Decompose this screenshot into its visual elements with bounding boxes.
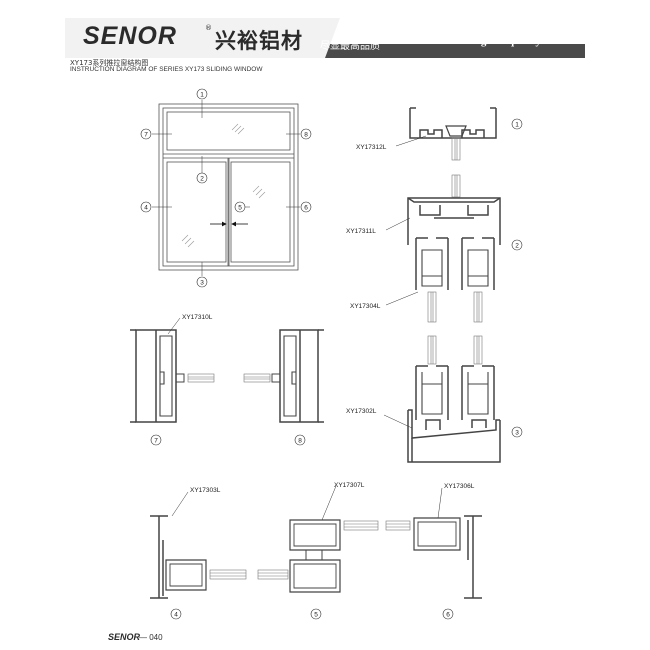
diagram-title-en: INSTRUCTION DIAGRAM OF SERIES XY173 SLID… bbox=[70, 66, 263, 73]
slogan-cn: 尽显最高品质 bbox=[320, 41, 380, 52]
diagram-title-cn: XY173系列推拉窗结构图 bbox=[70, 59, 149, 67]
section-8-profile bbox=[271, 329, 324, 423]
slogan-band bbox=[65, 18, 585, 58]
callout-4: 4 bbox=[144, 205, 148, 212]
footer-logo: SENOR bbox=[108, 632, 141, 642]
slogan-en: Demonstrate the highest quality bbox=[391, 35, 542, 47]
section-4-profile bbox=[150, 515, 207, 599]
profile-label-XY17307L: XY17307L bbox=[334, 482, 365, 489]
profile-label-XY17311L: XY17311L bbox=[346, 228, 376, 235]
callout-7: 7 bbox=[144, 132, 148, 139]
profile-label-XY17312L: XY17312L bbox=[356, 144, 387, 151]
section-6-number: 6 bbox=[446, 612, 450, 619]
profile-label-XY17302L: XY17302L bbox=[346, 408, 377, 415]
header-band: SENOR ® 兴裕铝材 尽显最高品质 Demonstrate the high… bbox=[65, 18, 585, 58]
section-7-profile bbox=[130, 329, 185, 423]
section-1-profile bbox=[409, 107, 497, 139]
section-7-number: 7 bbox=[154, 438, 158, 445]
section-6-profile bbox=[413, 515, 482, 599]
profile-label-XY17310L: XY17310L bbox=[182, 314, 213, 321]
callout-8: 8 bbox=[304, 132, 308, 139]
section-2-profile bbox=[407, 197, 501, 290]
profile-label-XY17306L: XY17306L bbox=[444, 483, 475, 490]
section-5-number: 5 bbox=[314, 612, 318, 619]
page-number: — 040 bbox=[139, 633, 163, 642]
section-4-number: 4 bbox=[174, 612, 178, 619]
window-elevation bbox=[158, 103, 299, 271]
brand-logo: SENOR bbox=[83, 22, 177, 50]
section-1-number: 1 bbox=[515, 122, 519, 129]
section-2-number: 2 bbox=[515, 243, 519, 250]
registered-mark: ® bbox=[205, 24, 212, 32]
brand-name-cn: 兴裕铝材 bbox=[215, 29, 303, 53]
callout-3: 3 bbox=[200, 280, 204, 287]
callout-6: 6 bbox=[304, 205, 308, 212]
section-8-number: 8 bbox=[298, 438, 302, 445]
profile-label-XY17304L: XY17304L bbox=[350, 303, 381, 310]
callout-1: 1 bbox=[200, 92, 204, 99]
callout-5: 5 bbox=[238, 205, 242, 212]
catalog-page: SENOR ® 兴裕铝材 尽显最高品质 Demonstrate the high… bbox=[65, 0, 585, 650]
section-5-profile bbox=[289, 519, 341, 593]
section-3-profile bbox=[407, 365, 501, 463]
profile-label-XY17303L: XY17303L bbox=[190, 487, 221, 494]
callout-2: 2 bbox=[200, 176, 204, 183]
section-3-number: 3 bbox=[515, 430, 519, 437]
